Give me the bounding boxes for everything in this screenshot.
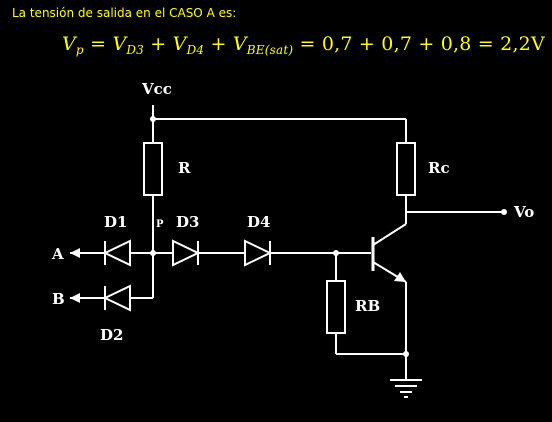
resistor-r-label: R <box>178 159 191 177</box>
resistor-rb-label: RB <box>355 297 380 315</box>
input-b-label: B <box>52 290 65 308</box>
resistor-r <box>143 119 163 253</box>
main-signal-wire <box>70 250 371 256</box>
formula-term3: V <box>232 33 247 55</box>
diode-d1 <box>102 239 131 267</box>
equals-sign-1: = <box>90 33 107 55</box>
ground-icon <box>390 379 422 398</box>
diode-d3 <box>172 239 201 267</box>
output-wire <box>406 209 507 215</box>
formula-term1: V <box>112 33 127 55</box>
resistor-rc <box>396 119 416 224</box>
diode-d4-label: D4 <box>247 213 270 231</box>
diode-d4 <box>244 239 273 267</box>
formula-term1-sub: D3 <box>126 43 145 57</box>
formula-term2-sub: D4 <box>186 43 205 57</box>
input-a-arrow <box>70 248 80 258</box>
output-label: Vo <box>513 203 534 221</box>
plus-sign-2: + <box>210 33 227 55</box>
intro-text: La tensión de salida en el CASO A es: <box>12 6 237 20</box>
formula-term2: V <box>172 33 187 55</box>
vcc-rail <box>150 105 406 122</box>
diode-d2 <box>102 284 131 312</box>
diode-d2-wire <box>70 253 154 303</box>
formula-values: 0,7 + 0,7 + 0,8 <box>321 33 472 55</box>
input-a-label: A <box>51 245 64 263</box>
formula-lhs-sub: p <box>75 43 84 57</box>
equals-sign-2: = <box>299 33 316 55</box>
formula-result: 2,2V <box>500 33 545 55</box>
diode-d1-label: D1 <box>104 213 127 231</box>
equals-sign-3: = <box>477 33 494 55</box>
vcc-label: Vcc <box>141 80 172 98</box>
resistor-rb <box>326 253 409 357</box>
resistor-rc-label: Rc <box>428 159 450 177</box>
node-p-label: P <box>156 219 164 230</box>
formula-lhs: V <box>62 33 76 55</box>
diode-d2-label: D2 <box>100 326 123 344</box>
plus-sign-1: + <box>150 33 167 55</box>
transistor-npn <box>371 223 407 283</box>
formula: Vp = VD3 + VD4 + VBE(sat) = 0,7 + 0,7 + … <box>62 33 545 57</box>
formula-term3-sub: BE(sat) <box>246 43 294 57</box>
diode-d3-label: D3 <box>176 213 199 231</box>
